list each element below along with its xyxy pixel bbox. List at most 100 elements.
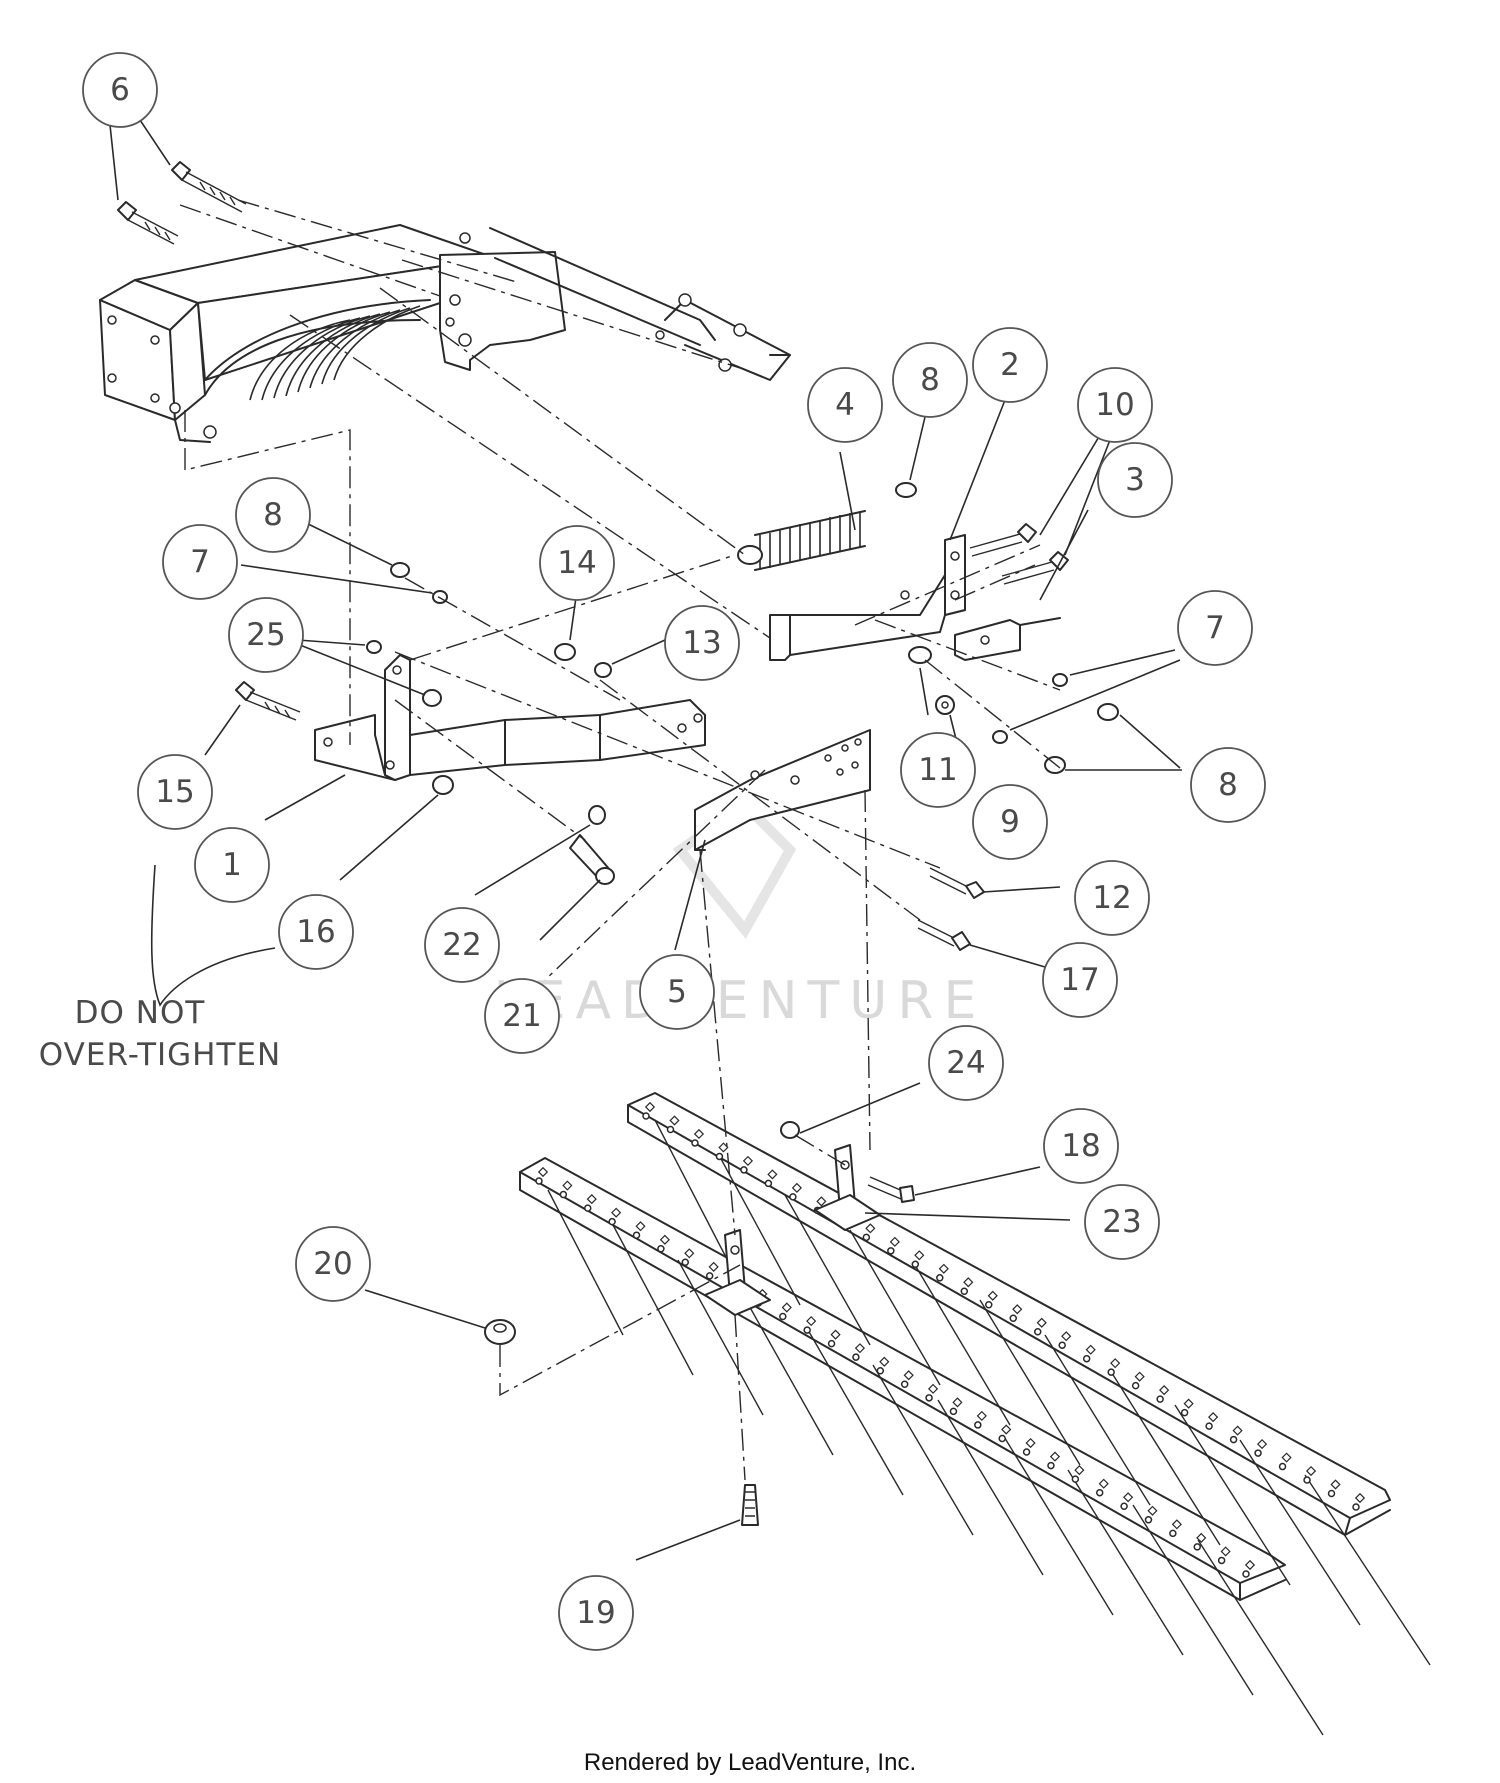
pin-21 <box>569 834 615 885</box>
callout-circle <box>558 1575 634 1651</box>
callout-8: 8 <box>235 477 311 553</box>
bar-hole <box>938 1263 949 1274</box>
bar-hole <box>963 1277 974 1288</box>
callout-number: 17 <box>1060 962 1099 998</box>
bar-round-hole <box>715 1152 724 1161</box>
bar-round-hole <box>1229 1435 1238 1444</box>
bar-round-hole <box>925 1394 933 1402</box>
bar-round-hole <box>779 1312 787 1321</box>
bar-round-hole <box>887 1247 895 1255</box>
bar-hole <box>1183 1398 1194 1409</box>
bolts-10 <box>969 523 1069 585</box>
callout-number: 22 <box>442 927 481 963</box>
bar-hole <box>781 1302 792 1313</box>
bar-hole <box>611 1207 622 1218</box>
callout-11: 11 <box>900 732 976 808</box>
bar-hole <box>1061 1331 1072 1342</box>
callout-number: 4 <box>835 387 855 423</box>
callout-number: 15 <box>155 774 194 810</box>
bar-round-hole <box>1082 1354 1091 1363</box>
callout-number: 10 <box>1095 387 1134 423</box>
nut-8-right-a <box>1097 703 1119 721</box>
bar-hole <box>1354 1492 1366 1504</box>
callout-10: 10 <box>1077 367 1153 443</box>
tines <box>547 1119 1431 1736</box>
render-credit: Rendered by LeadVenture, Inc. <box>584 1749 916 1776</box>
callout-number: 3 <box>1125 462 1145 498</box>
nut-8-left <box>390 562 410 578</box>
callout-number: 5 <box>667 974 687 1010</box>
washer-25-b <box>422 689 442 707</box>
callout-circle <box>900 732 976 808</box>
bar-round-hole <box>1278 1462 1287 1471</box>
callout-number: 16 <box>296 914 335 950</box>
bar-round-hole <box>1022 1448 1031 1456</box>
callout-6: 6 <box>82 52 158 128</box>
bar-hole <box>1012 1304 1023 1315</box>
callout-number: 2 <box>1000 347 1020 383</box>
bar-hole <box>684 1248 695 1259</box>
callout-number: 9 <box>1000 804 1020 840</box>
callout-17: 17 <box>1042 942 1118 1018</box>
callout-circle <box>1097 442 1173 518</box>
bar-round-hole <box>1303 1476 1311 1484</box>
main-frame <box>99 224 791 443</box>
callout-circle <box>424 907 500 983</box>
bar-round-hole <box>1156 1395 1164 1403</box>
callout-number: 11 <box>918 752 957 788</box>
tine-bar-holes <box>535 1101 1366 1578</box>
bar-hole <box>1049 1451 1061 1462</box>
bar-round-hole <box>608 1217 616 1226</box>
callout-16: 16 <box>278 894 354 970</box>
bar-hole <box>537 1166 549 1178</box>
bar-hole <box>889 1236 900 1247</box>
bar-hole <box>586 1194 597 1205</box>
callout-circle <box>235 477 311 553</box>
callout-3: 3 <box>1097 442 1173 518</box>
arm-1 <box>314 654 706 781</box>
callout-7: 7 <box>162 524 238 600</box>
bar-hole <box>1305 1465 1317 1477</box>
callout-number: 12 <box>1092 880 1131 916</box>
bar-hole <box>708 1261 719 1272</box>
note-line-1: DO NOT <box>75 995 206 1031</box>
bar-round-hole <box>1242 1570 1250 1578</box>
callout-23: 23 <box>1084 1184 1160 1260</box>
watermark-text: LEADVENTURE <box>494 971 987 1031</box>
bar-hole <box>1232 1425 1243 1436</box>
bolt-6-upper <box>171 161 247 213</box>
leader-lines <box>109 119 1182 1561</box>
bar-round-hole <box>789 1193 797 1201</box>
callout-circle <box>82 52 158 128</box>
bar-hole <box>1123 1492 1134 1503</box>
plate-5 <box>694 729 871 851</box>
bar-hole <box>1134 1371 1145 1382</box>
bar-hole <box>1220 1546 1231 1557</box>
bar-hole <box>1281 1452 1292 1463</box>
bar-round-hole <box>1033 1327 1042 1336</box>
bar-round-hole <box>1071 1475 1080 1483</box>
bar-hole <box>693 1128 705 1140</box>
callout-15: 15 <box>137 754 213 830</box>
bar-round-hole <box>1180 1408 1189 1417</box>
bar-round-hole <box>1327 1489 1336 1498</box>
callout-number: 23 <box>1102 1204 1141 1240</box>
callout-circle <box>1074 860 1150 936</box>
callout-24: 24 <box>928 1025 1004 1101</box>
bar-hole <box>1244 1559 1256 1571</box>
callout-circle <box>807 367 883 443</box>
callout-number: 1 <box>222 847 242 883</box>
bar-round-hole <box>764 1179 773 1188</box>
bar-round-hole <box>632 1231 641 1239</box>
callout-circle <box>278 894 354 970</box>
callout-circle <box>639 954 715 1030</box>
bar-round-hole <box>1193 1543 1201 1551</box>
callout-1: 1 <box>194 827 270 903</box>
nut-24 <box>780 1121 800 1139</box>
bar-round-hole <box>1169 1529 1177 1538</box>
bar-hole <box>1208 1412 1219 1423</box>
callout-18: 18 <box>1043 1108 1119 1184</box>
bar-hole <box>1074 1465 1085 1476</box>
bar-hole <box>1171 1519 1182 1530</box>
